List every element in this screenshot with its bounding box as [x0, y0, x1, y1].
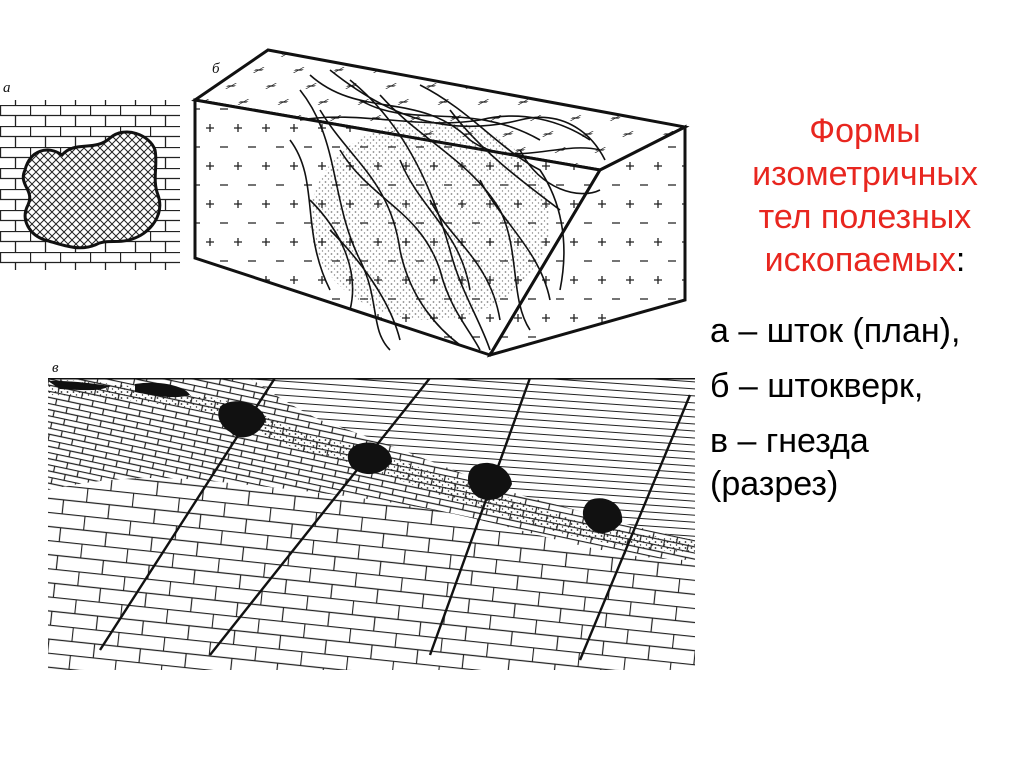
mineralized-halo — [310, 120, 550, 320]
figure-label-v: в — [52, 360, 59, 376]
figure-pockets-section: в — [48, 360, 695, 670]
title-line-2: изометричных — [710, 153, 1020, 196]
figure-label-a: а — [3, 80, 11, 96]
figures-canvas: а б — [0, 0, 700, 767]
ore-stock-body — [23, 132, 159, 248]
figure-stockwork: б — [195, 50, 685, 355]
legend-item-a: а – шток (план), — [710, 310, 1020, 353]
legend-item-v: в – гнезда — [710, 420, 1020, 463]
caption-block: Формы изометричных тел полезных ископаем… — [710, 110, 1020, 518]
title-line-4: ископаемых — [765, 241, 956, 279]
legend-item-b: б – штокверк, — [710, 365, 1020, 408]
slide-title: Формы изометричных тел полезных ископаем… — [710, 110, 1020, 282]
title-line-3: тел полезных — [710, 196, 1020, 239]
figure-stock-plan: а — [0, 80, 180, 270]
figure-label-b: б — [212, 61, 220, 77]
legend-item-v-cont: (разрез) — [710, 463, 1020, 506]
title-line-1: Формы — [710, 110, 1020, 153]
title-colon: : — [956, 241, 965, 279]
